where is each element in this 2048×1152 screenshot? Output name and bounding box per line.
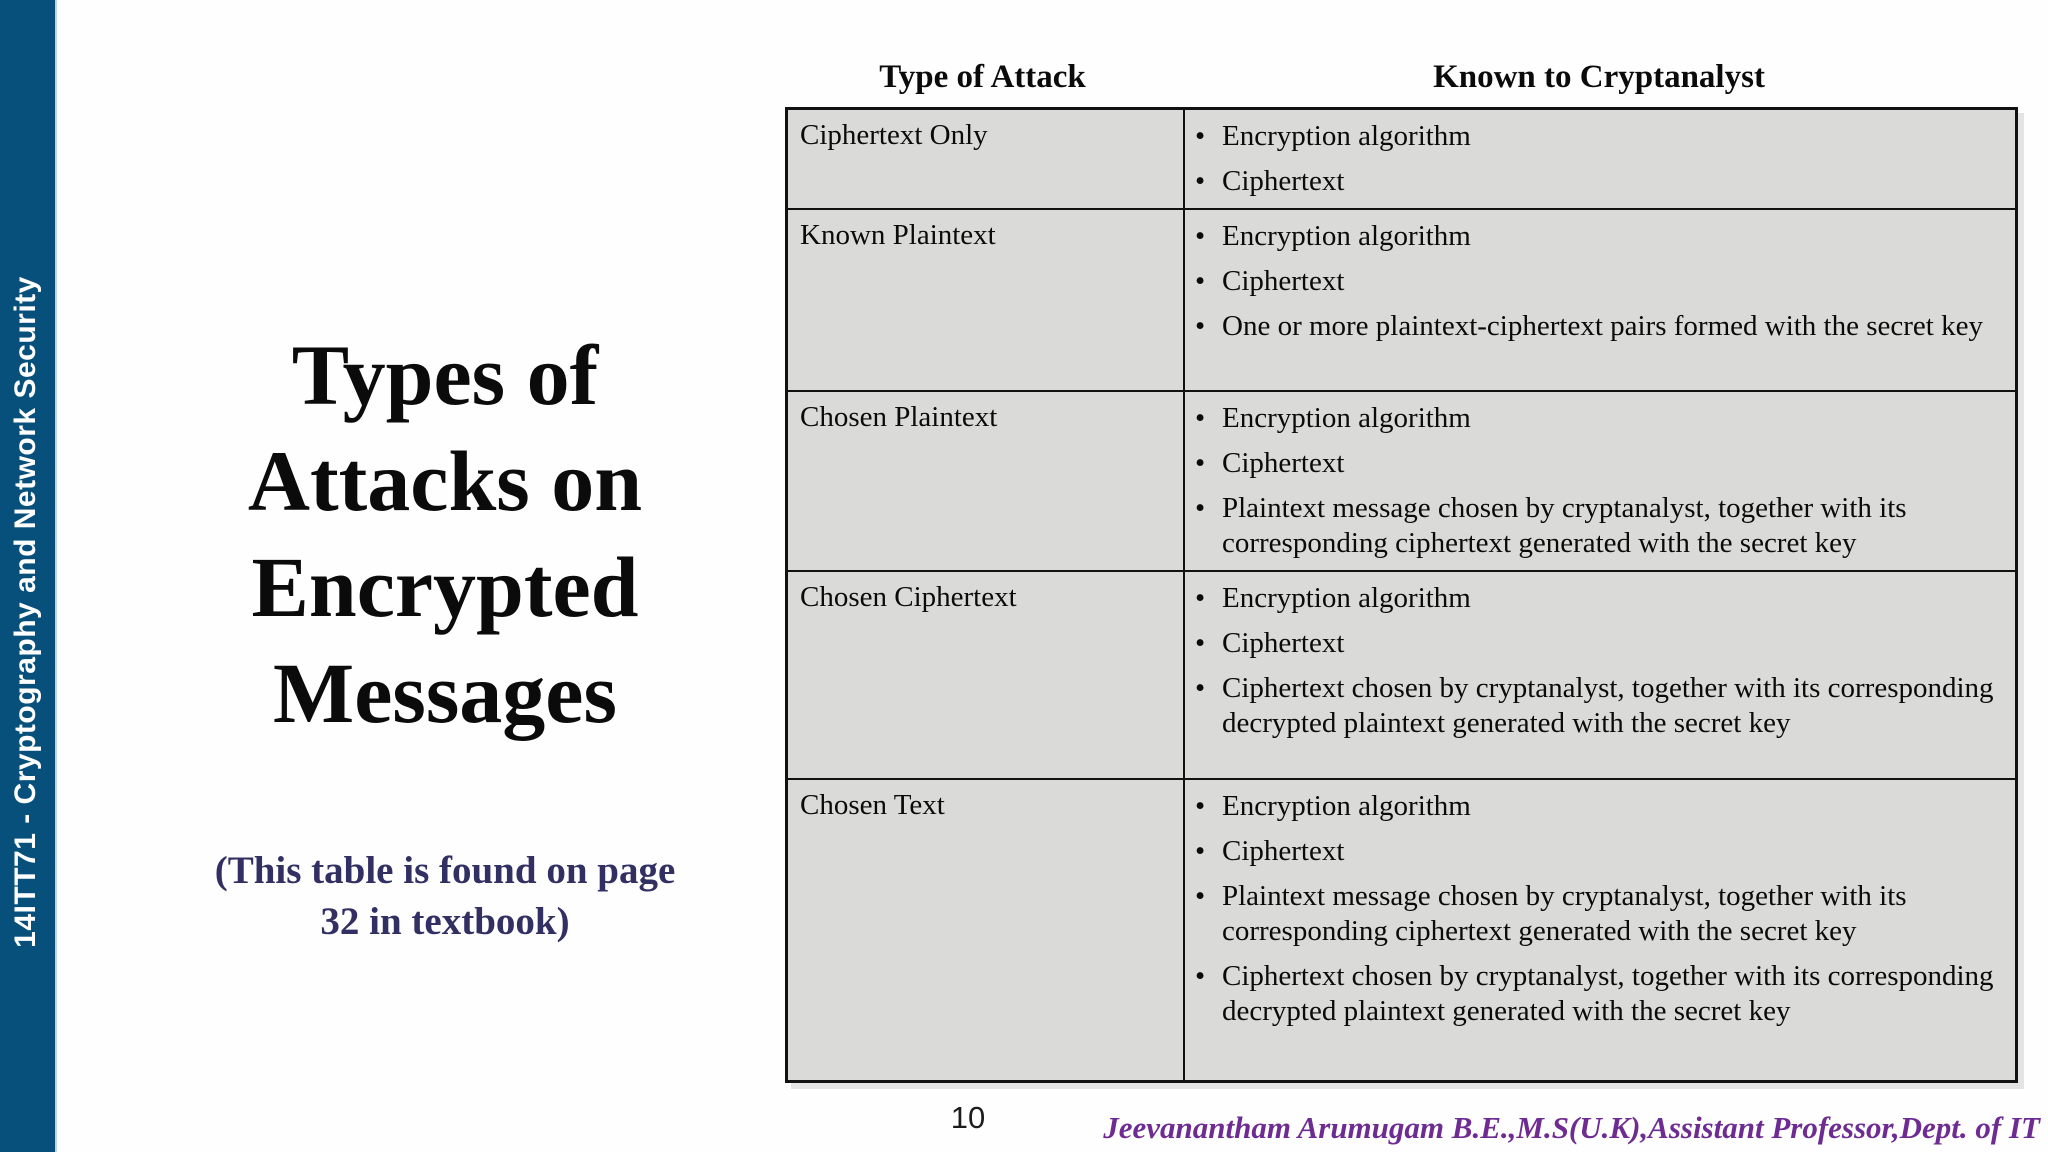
attack-type-cell: Known Plaintext [800,219,996,251]
bullet-icon: • [1195,790,1206,822]
bullet-text: Ciphertext [1222,165,1345,197]
page-title: Types of Attacks on Encrypted Messages [247,327,643,741]
bullet-item: • Ciphertext [1195,834,2003,869]
attack-table-section: Type of Attack Known to Cryptanalyst Cip… [785,48,2018,1083]
bullet-text: Ciphertext [1222,627,1345,659]
attack-type-cell: Ciphertext Only [800,119,988,151]
bullet-text: Encryption algorithm [1222,790,1471,822]
bullet-icon: • [1195,120,1206,152]
bullet-item: • Ciphertext [1195,264,2003,299]
attack-type-cell: Chosen Text [800,789,945,821]
table-header-row: Type of Attack Known to Cryptanalyst [785,48,2018,107]
bullet-item: • Encryption algorithm [1195,789,2003,824]
bullet-item: • Encryption algorithm [1195,119,2003,154]
attack-type-cell: Chosen Ciphertext [800,581,1017,613]
bullet-text: Encryption algorithm [1222,120,1471,152]
bullet-text: Plaintext message chosen by cryptanalyst… [1222,880,1907,947]
table-header-attack-type: Type of Attack [879,59,1086,95]
bullet-item: • Ciphertext [1195,446,2003,481]
bullet-text: One or more plaintext-ciphertext pairs f… [1222,310,1983,342]
bullet-item: • Plaintext message chosen by cryptanaly… [1195,491,2003,561]
page-number: 10 [950,1100,986,1135]
table-row: Chosen Text • Encryption algorithm • Cip… [788,778,2015,1080]
bullet-text: Encryption algorithm [1222,402,1471,434]
bullet-text: Ciphertext [1222,447,1345,479]
bullet-item: • Encryption algorithm [1195,401,2003,436]
table-header-known-to-cryptanalyst: Known to Cryptanalyst [1433,59,1765,95]
table-row: Ciphertext Only • Encryption algorithm •… [788,110,2015,208]
bullet-text: Plaintext message chosen by cryptanalyst… [1222,492,1907,559]
bullet-text: Encryption algorithm [1222,582,1471,614]
course-banner-label: 14ITT71 - Cryptography and Network Secur… [9,276,42,948]
bullet-item: • Encryption algorithm [1195,581,2003,616]
bullet-text: Ciphertext chosen by cryptanalyst, toget… [1222,672,1994,739]
bullet-item: • Encryption algorithm [1195,219,2003,254]
bullet-item: • Ciphertext [1195,164,2003,199]
bullet-text: Ciphertext chosen by cryptanalyst, toget… [1222,960,1994,1027]
bullet-icon: • [1195,835,1206,867]
known-to-cryptanalyst-cell: • Encryption algorithm • Ciphertext • On… [1183,210,2015,390]
bullet-item: • One or more plaintext-ciphertext pairs… [1195,309,2003,344]
bullet-text: Ciphertext [1222,835,1345,867]
course-banner: 14ITT71 - Cryptography and Network Secur… [0,0,57,1152]
bullet-icon: • [1195,265,1206,297]
bullet-icon: • [1195,492,1206,524]
bullet-text: Ciphertext [1222,265,1345,297]
known-to-cryptanalyst-cell: • Encryption algorithm • Ciphertext • Ci… [1183,572,2015,778]
bullet-icon: • [1195,960,1206,992]
known-to-cryptanalyst-cell: • Encryption algorithm • Ciphertext [1183,110,2015,208]
bullet-icon: • [1195,447,1206,479]
bullet-icon: • [1195,880,1206,912]
known-to-cryptanalyst-cell: • Encryption algorithm • Ciphertext • Pl… [1183,780,2015,1080]
bullet-icon: • [1195,402,1206,434]
bullet-icon: • [1195,627,1206,659]
table-row: Chosen Ciphertext • Encryption algorithm… [788,570,2015,778]
textbook-note: (This table is found on page 32 in textb… [214,849,676,943]
bullet-item: • Ciphertext chosen by cryptanalyst, tog… [1195,671,2003,741]
table-row: Known Plaintext • Encryption algorithm •… [788,208,2015,390]
attack-table: Ciphertext Only • Encryption algorithm •… [785,107,2018,1083]
bullet-icon: • [1195,165,1206,197]
bullet-text: Encryption algorithm [1222,220,1471,252]
bullet-item: • Ciphertext [1195,626,2003,661]
bullet-item: • Plaintext message chosen by cryptanaly… [1195,879,2003,949]
bullet-icon: • [1195,220,1206,252]
known-to-cryptanalyst-cell: • Encryption algorithm • Ciphertext • Pl… [1183,392,2015,570]
instructor-credit: Jeevanantham Arumugam B.E.,M.S(U.K),Assi… [1103,1110,2040,1145]
bullet-item: • Ciphertext chosen by cryptanalyst, tog… [1195,959,2003,1029]
attack-type-cell: Chosen Plaintext [800,401,998,433]
bullet-icon: • [1195,582,1206,614]
bullet-icon: • [1195,310,1206,342]
bullet-icon: • [1195,672,1206,704]
table-row: Chosen Plaintext • Encryption algorithm … [788,390,2015,570]
